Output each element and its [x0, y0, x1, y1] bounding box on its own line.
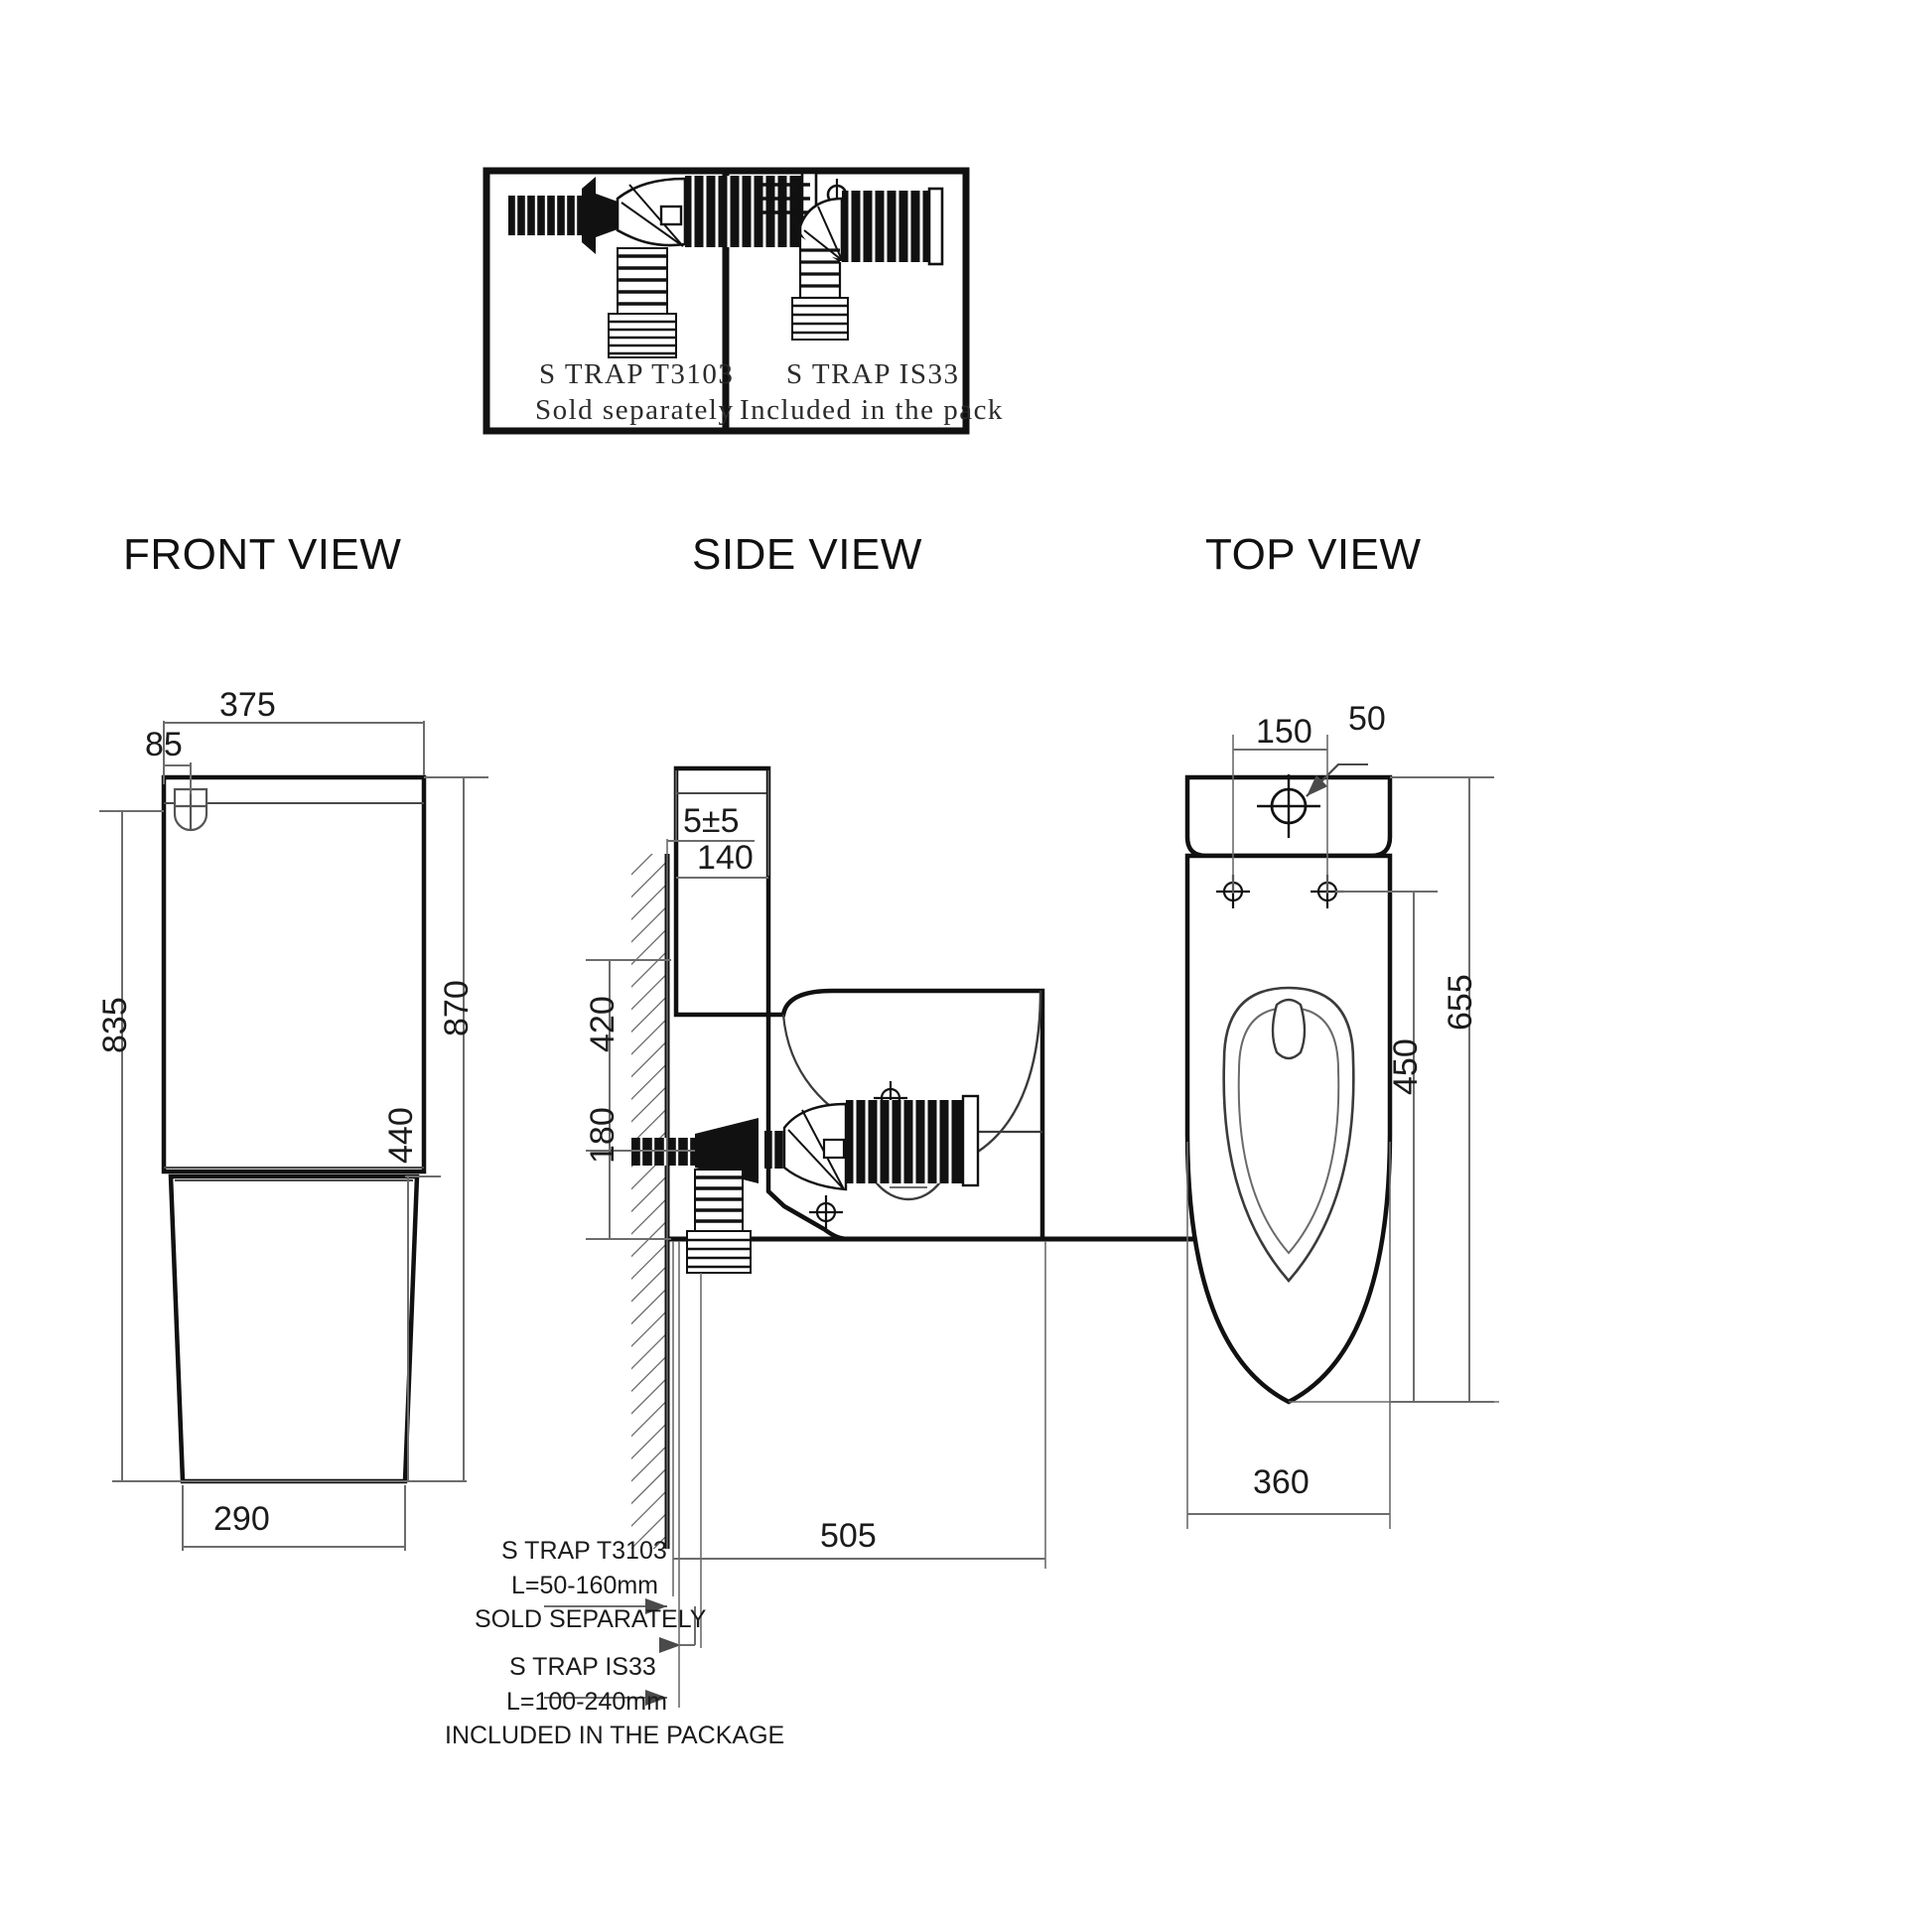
note-t3103-length: L=50-160mm [511, 1572, 658, 1599]
top-view-title: TOP VIEW [1205, 530, 1422, 579]
trap-right-name: S TRAP IS33 [786, 358, 960, 390]
trap-left-name: S TRAP T3103 [539, 358, 735, 390]
note-is33-availability: INCLUDED IN THE PACKAGE [445, 1722, 785, 1749]
note-is33-length: L=100-240mm [506, 1688, 667, 1716]
top-dim-50: 50 [1348, 700, 1386, 738]
top-dim-450: 450 [1387, 1038, 1425, 1095]
front-dim-290: 290 [213, 1500, 270, 1538]
side-dim-420: 420 [584, 996, 621, 1052]
trap-left-availability: Sold separately [535, 394, 735, 426]
top-dim-150: 150 [1256, 713, 1312, 751]
front-dim-440: 440 [382, 1107, 420, 1164]
s-trap-is33-icon [762, 179, 944, 341]
side-dim-wall-gap: 5±5 [683, 802, 740, 840]
note-is33-name: S TRAP IS33 [509, 1653, 656, 1681]
side-dim-505: 505 [820, 1517, 877, 1555]
front-dim-835: 835 [96, 997, 134, 1053]
side-view-title: SIDE VIEW [692, 530, 922, 579]
top-dim-360: 360 [1253, 1463, 1310, 1501]
note-t3103-availability: SOLD SEPARATELY [475, 1605, 707, 1633]
front-dim-85: 85 [145, 726, 183, 763]
side-dim-180: 180 [584, 1107, 621, 1164]
front-dim-375: 375 [219, 686, 276, 724]
note-t3103-name: S TRAP T3103 [501, 1537, 667, 1565]
side-view-geometry [544, 765, 1281, 1708]
front-dim-870: 870 [438, 980, 476, 1036]
top-view-geometry [1184, 735, 1499, 1529]
front-view-title: FRONT VIEW [123, 530, 402, 579]
front-view-geometry [99, 721, 488, 1551]
side-dim-140: 140 [697, 839, 754, 877]
trap-right-availability: Included in the pack [740, 394, 1004, 426]
top-dim-655: 655 [1442, 974, 1479, 1031]
